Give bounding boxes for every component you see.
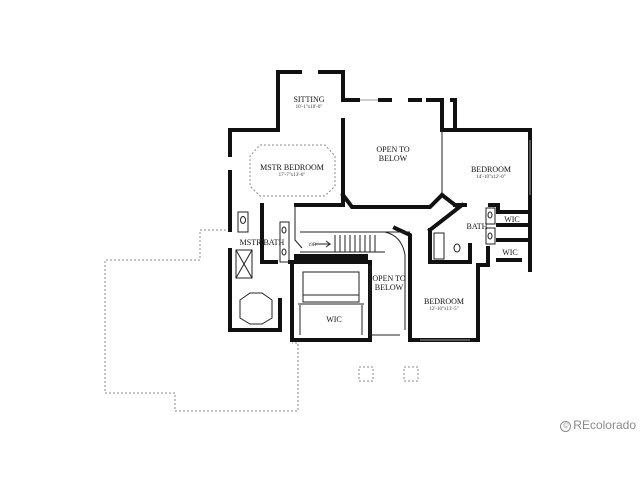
mstr-bedroom-dim: 17'-7"x13'-6" xyxy=(279,173,306,178)
open-below-mid-railing xyxy=(369,265,400,336)
watermark: ©REcolorado xyxy=(560,418,636,432)
bedroom-right-dim: 14'-10"x12'-0" xyxy=(476,175,505,180)
copyright-icon: © xyxy=(560,421,572,432)
stair xyxy=(300,231,410,330)
wic-center-label: WIC xyxy=(326,315,342,324)
open-below-mid-label-1: OPEN TO xyxy=(372,274,405,283)
mstr-bath-walls xyxy=(228,211,302,332)
column-right xyxy=(403,366,419,382)
bath-label: BATH xyxy=(467,222,488,231)
bedroom-bottom-walls xyxy=(392,225,490,342)
open-below-mid-label-2: BELOW xyxy=(375,283,404,292)
mstr-tray-ceiling xyxy=(249,144,336,197)
column-left xyxy=(358,366,374,382)
wic-right-top-label: WIC xyxy=(504,215,520,224)
bedroom-bottom-dim: 12'-10"x13'-5" xyxy=(429,307,458,312)
open-below-top-walls xyxy=(340,98,454,209)
mstr-bath-label: MSTR BATH xyxy=(240,238,285,247)
mstr-bedroom-walls xyxy=(228,70,345,332)
bedroom-right-label: BEDROOM xyxy=(471,165,511,174)
mstr-bedroom-label: MSTR BEDROOM xyxy=(260,163,324,172)
sitting-dim: 10'-1"x10'-0" xyxy=(296,105,323,110)
bedroom-bottom-label: BEDROOM xyxy=(424,297,464,306)
wic-right-bottom-label: WIC xyxy=(502,248,518,257)
lower-level-outline xyxy=(104,229,299,412)
sitting-label: SITTING xyxy=(293,95,324,104)
stair-label: 19R xyxy=(308,243,317,248)
open-below-top-label-1: OPEN TO xyxy=(376,145,409,154)
open-below-top-label-2: BELOW xyxy=(379,154,408,163)
bath-right xyxy=(427,202,496,264)
wic-center-walls xyxy=(290,254,372,342)
watermark-text: REcolorado xyxy=(573,418,636,432)
